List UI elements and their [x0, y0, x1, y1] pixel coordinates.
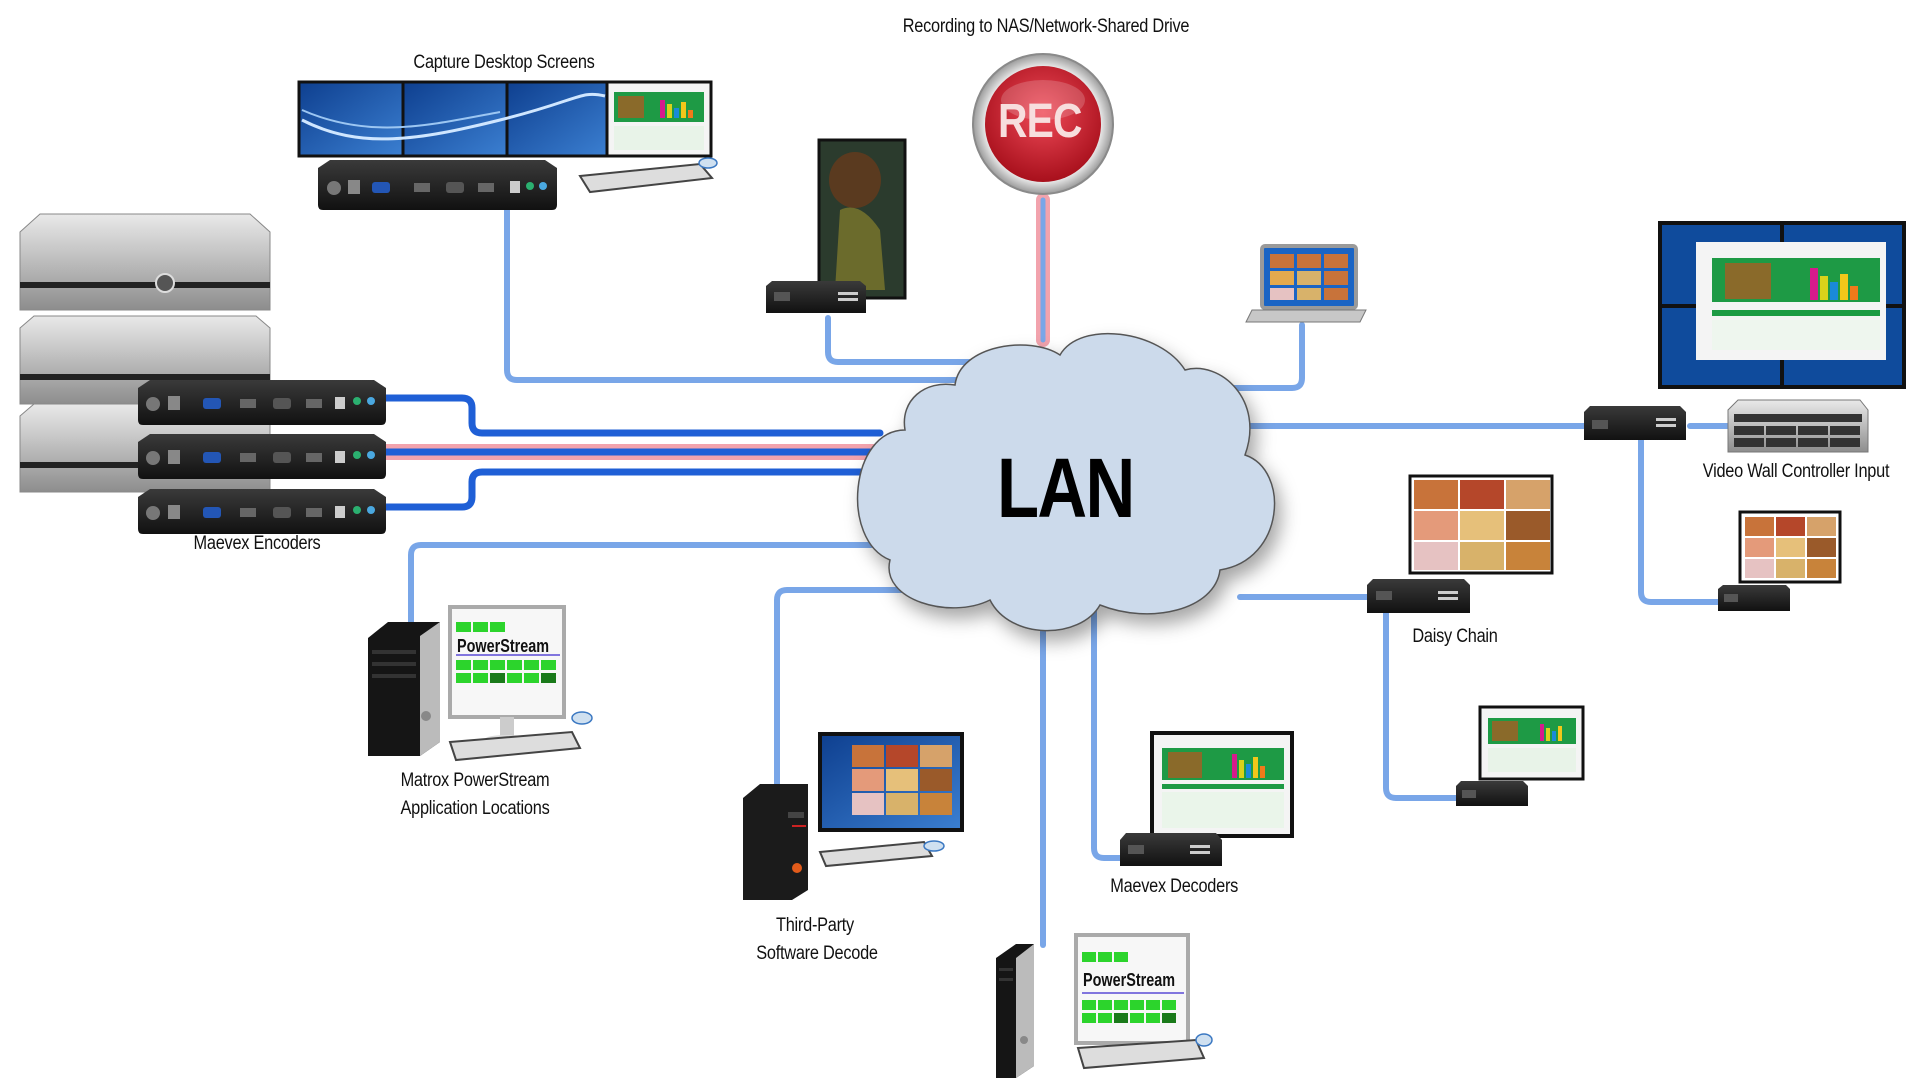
- decoder-device-icon: [1456, 781, 1528, 806]
- encoder-device-icon: [138, 434, 386, 479]
- laptop[interactable]: [1245, 244, 1367, 323]
- maevex-decoders: [1120, 731, 1294, 866]
- desktop-tower-icon: [743, 784, 808, 900]
- monitor-icon: [448, 605, 566, 743]
- label-recording: Recording to NAS/Network-Shared Drive: [902, 16, 1190, 37]
- encoder-device-icon: [138, 380, 386, 425]
- video-wall-branch-display: [1718, 510, 1842, 611]
- monitor-icon: [1408, 474, 1554, 575]
- lan-cloud[interactable]: [856, 332, 1276, 632]
- label-capture: Capture Desktop Screens: [413, 52, 595, 73]
- encoder-device-icon: [138, 489, 386, 534]
- monitor-icon: [1074, 933, 1190, 1045]
- decoder-device-icon: [766, 281, 866, 313]
- label-daisy-chain: Daisy Chain: [1412, 626, 1498, 647]
- label-video-wall: Video Wall Controller Input: [1702, 461, 1890, 482]
- label-encoders: Maevex Encoders: [193, 533, 321, 554]
- maevex-encoders: [19, 213, 386, 534]
- label-third-party-line2: Software Decode: [756, 943, 878, 964]
- encoder-device-icon: [318, 160, 557, 210]
- decoder-device-icon: [1367, 579, 1470, 613]
- portrait-signage: [766, 138, 907, 313]
- decoder-device-icon: [1584, 406, 1686, 440]
- daisy-chain-next-display: [1456, 705, 1585, 806]
- link-daisy-chain-next: [1383, 607, 1463, 801]
- desktop-tower-icon: [996, 944, 1034, 1078]
- decoder-device-icon: [1120, 833, 1222, 866]
- link-portrait-signage: [825, 315, 978, 365]
- keyboard-icon: [818, 840, 945, 868]
- laptop-icon: [1245, 244, 1367, 323]
- link-maevex-decoders: [1091, 602, 1123, 861]
- desktop-tower-icon: [368, 622, 440, 756]
- label-decoders: Maevex Decoders: [1110, 876, 1239, 897]
- link-third-party: [774, 587, 933, 788]
- monitor-icon: [1478, 705, 1585, 781]
- powerstream-screen-label: PowerStream: [457, 636, 550, 656]
- powerstream-locations: [368, 605, 593, 762]
- link-laptop: [1197, 322, 1305, 391]
- lan-label: LAN: [997, 441, 1135, 535]
- label-third-party-line1: Third-Party: [776, 915, 854, 936]
- monitor-icon: [1150, 731, 1294, 838]
- link-encoder-1: [381, 394, 884, 437]
- daisy-chain: [1367, 474, 1554, 613]
- monitor-icon: [817, 138, 907, 300]
- link-video-wall-branch: [1638, 437, 1723, 605]
- third-party-decode: [743, 732, 964, 900]
- keyboard-icon: [1076, 1033, 1213, 1070]
- link-capture-desktop: [504, 197, 983, 383]
- rack-server-icon: [1727, 399, 1869, 453]
- label-powerstream-line1: Matrox PowerStream: [400, 770, 550, 791]
- monitor-icon: [818, 732, 964, 832]
- powerstream-bottom: [996, 933, 1213, 1078]
- decoder-device-icon: [1718, 585, 1790, 611]
- link-powerstream: [408, 542, 883, 625]
- monitor-icon: [1658, 221, 1906, 389]
- keyboard-icon: [578, 157, 718, 194]
- video-wall: [1584, 221, 1906, 453]
- link-encoder-3: [381, 468, 884, 511]
- capture-desktop-screens: [297, 80, 718, 210]
- monitor-icon: [297, 80, 713, 158]
- keyboard-icon: [448, 711, 593, 762]
- label-powerstream-line2: Application Locations: [400, 798, 550, 819]
- record-button[interactable]: [972, 53, 1114, 195]
- powerstream-bottom-screen-label: PowerStream: [1083, 970, 1176, 990]
- monitor-icon: [1738, 510, 1842, 584]
- cloud-icon: [856, 332, 1276, 632]
- rec-label: REC: [998, 95, 1082, 148]
